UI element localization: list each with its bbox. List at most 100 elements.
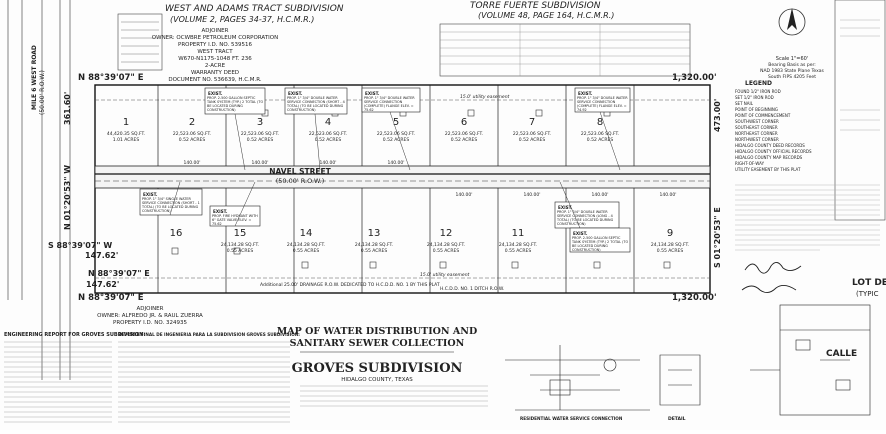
lot-15: 15 15 24,134.28 SQ.FT. 0.55 ACRES xyxy=(221,228,259,254)
svg-text:EXIST.: EXIST. xyxy=(288,91,303,96)
svg-text:12: 12 xyxy=(440,228,453,239)
svg-text:3: 3 xyxy=(257,117,263,128)
callout-top-2: EXIST. PROP. 1" 3/4" DOUBLE WATER SERVIC… xyxy=(284,87,348,115)
svg-text:22,523.06 SQ.FT.: 22,523.06 SQ.FT. xyxy=(309,131,347,137)
svg-text:140.00': 140.00' xyxy=(592,192,609,198)
lot-1: 1 44,420.35 SQ.FT. 1.01 ACRES xyxy=(107,117,145,143)
detail-label: DETAIL xyxy=(668,416,686,422)
svg-text:POINT OF BEGINNING: POINT OF BEGINNING xyxy=(735,107,778,112)
svg-text:0.52 ACRES: 0.52 ACRES xyxy=(519,137,546,143)
scale-nad: NAD 1983 State Plane Texas xyxy=(760,68,824,74)
bearing-top-left: N 88°39'07" E xyxy=(78,73,144,83)
svg-text:EXIST.: EXIST. xyxy=(365,91,380,96)
title-block: MAP OF WATER DISTRIBUTION AND SANITARY S… xyxy=(277,326,477,383)
svg-text:1.01 ACRES: 1.01 ACRES xyxy=(113,137,140,143)
bearing-mid-left-1: S 88°39'07" W xyxy=(48,241,112,250)
callout-top-1: EXIST. PROP. 2-500 GALLON SEPTIC TANK SY… xyxy=(204,87,266,115)
lot-8: 8 22,523.06 SQ.FT. 0.52 ACRES xyxy=(581,117,619,143)
lot-2: 2 22,523.06 SQ.FT. 0.52 ACRES xyxy=(173,117,211,143)
bearing-mid-left-2: N 88°39'07" E xyxy=(88,269,150,278)
bearing-east-line: S 01°20'53" E xyxy=(713,207,722,268)
svg-text:44,420.35 SQ.FT.: 44,420.35 SQ.FT. xyxy=(107,131,145,137)
callout-leaders xyxy=(169,111,621,229)
calle-label: CALLE xyxy=(826,349,857,359)
surveyor-signature xyxy=(741,262,802,293)
svg-text:22,523.06 SQ.FT.: 22,523.06 SQ.FT. xyxy=(377,131,415,137)
scale-text: Scale 1"=60' xyxy=(776,56,808,62)
legend-items: FOUND 1/2" IRON ROD SET 1/2" IRON ROD SE… xyxy=(735,89,812,172)
svg-text:140.00': 140.00' xyxy=(320,160,337,166)
subdivision-boundary xyxy=(94,84,711,294)
svg-text:24,134.28 SQ.FT.: 24,134.28 SQ.FT. xyxy=(427,242,465,248)
svg-text:PROPERTY I.D. NO. 324935: PROPERTY I.D. NO. 324935 xyxy=(113,320,187,326)
road-left-label: MILE 6 WEST ROAD xyxy=(31,45,38,110)
report-text-es xyxy=(118,341,290,423)
svg-text:HIDALGO COUNTY DEED RECORDS: HIDALGO COUNTY DEED RECORDS xyxy=(735,143,805,148)
svg-text:0.55 ACRES: 0.55 ACRES xyxy=(361,248,388,254)
frontage-labels: 140.00' 140.00' 140.00' 140.00' 140.00' … xyxy=(184,160,677,198)
svg-text:7: 7 xyxy=(529,117,535,128)
svg-text:FOUND 1/2" IRON ROD: FOUND 1/2" IRON ROD xyxy=(735,89,781,94)
title-line-1: MAP OF WATER DISTRIBUTION AND xyxy=(277,326,477,337)
svg-text:EXIST.: EXIST. xyxy=(573,231,588,236)
svg-text:NORTHEAST CORNER: NORTHEAST CORNER xyxy=(735,131,778,136)
subdivision-name: GROVES SUBDIVISION xyxy=(292,361,463,376)
distance-mid-left-1: 147.62' xyxy=(85,251,118,260)
lot-detail-label: LOT DE xyxy=(852,278,886,288)
lot-lines xyxy=(157,85,635,293)
easement-note-top: 15.0' utility easement xyxy=(460,94,510,100)
svg-text:0.52 ACRES: 0.52 ACRES xyxy=(179,137,206,143)
svg-text:8: 8 xyxy=(597,117,603,128)
callout-mid-1: EXIST. PROP. 1" 3/4" SINGLE WATER SERVIC… xyxy=(139,188,203,216)
svg-text:0.52 ACRES: 0.52 ACRES xyxy=(315,137,342,143)
owner-adjoiner-block: ADJOINER OWNER: OCWBRE PETROLEUM CORPORA… xyxy=(152,28,278,83)
svg-text:140.00': 140.00' xyxy=(252,160,269,166)
bearing-west-line: N 01°20'53" W xyxy=(63,165,72,230)
north-arrow xyxy=(778,8,806,36)
svg-text:14: 14 xyxy=(300,228,313,239)
callout-mid-4: EXIST. PROP. 2-500 GALLON SEPTIC TANK SY… xyxy=(569,227,631,253)
svg-text:4: 4 xyxy=(325,117,331,128)
svg-text:24,134.28 SQ.FT.: 24,134.28 SQ.FT. xyxy=(221,242,259,248)
svg-text:13: 13 xyxy=(368,228,381,239)
svg-text:140.00': 140.00' xyxy=(184,160,201,166)
svg-text:SOUTHEAST CORNER: SOUTHEAST CORNER xyxy=(735,125,778,130)
svg-text:0.52 ACRES: 0.52 ACRES xyxy=(451,137,478,143)
svg-text:NORTHWEST CORNER: NORTHWEST CORNER xyxy=(735,137,779,142)
right-notes-lines xyxy=(840,19,880,131)
easement-note-bottom: 15.0' utility easement xyxy=(420,272,470,278)
svg-text:22,523.06 SQ.FT.: 22,523.06 SQ.FT. xyxy=(581,131,619,137)
svg-text:6: 6 xyxy=(461,117,467,128)
svg-text:0.55 ACRES: 0.55 ACRES xyxy=(505,248,532,254)
svg-text:OWNER: OCWBRE PETROLEUM CORPOR: OWNER: OCWBRE PETROLEUM CORPORATION xyxy=(152,35,278,41)
report-text-en xyxy=(4,341,112,423)
navel-street xyxy=(94,165,711,189)
legend-title: LEGEND xyxy=(745,80,772,87)
left-road-strip xyxy=(7,0,71,380)
lot-6: 6 22,523.06 SQ.FT. 0.52 ACRES xyxy=(445,117,483,143)
svg-text:9: 9 xyxy=(667,228,673,239)
bearing-bottom-left: N 88°39'07" E xyxy=(78,293,144,303)
drainage-note: Additional 25.00' DRAINAGE R.O.W. DEDICA… xyxy=(260,282,440,288)
svg-text:SET NAIL: SET NAIL xyxy=(735,101,754,106)
svg-text:140.00': 140.00' xyxy=(524,192,541,198)
lot-detail-typical: (TYPIC xyxy=(856,290,879,298)
callout-top-3: EXIST. PROP. 1" 3/4" DOUBLE WATER SERVIC… xyxy=(361,87,421,113)
scale-basis: Bearing Basis as per: xyxy=(768,62,816,68)
svg-text:W670-N1175-1048 FT. 236: W670-N1175-1048 FT. 236 xyxy=(178,56,252,62)
svg-text:WEST TRACT: WEST TRACT xyxy=(197,49,233,55)
svg-text:22,523.06 SQ.FT.: 22,523.06 SQ.FT. xyxy=(513,131,551,137)
west-adams-title: WEST AND ADAMS TRACT SUBDIVISION xyxy=(165,4,344,14)
scale-zone: South FIPS 4205 Feet xyxy=(768,74,816,80)
svg-text:EXIST.: EXIST. xyxy=(208,91,223,96)
callout-mid-2: EXIST. PROP. FIRE HYDRANT WITH 6" GATE V… xyxy=(209,205,261,227)
title-line-2: SANITARY SEWER COLLECTION xyxy=(290,338,465,349)
svg-text:EXIST.: EXIST. xyxy=(558,205,573,210)
torre-fuerte-volume: (VOLUME 48, PAGE 164, H.C.M.R.) xyxy=(478,11,614,20)
svg-text:2: 2 xyxy=(189,117,195,128)
top-left-note-lines xyxy=(121,21,159,63)
bottom-owner-block: ADJOINER OWNER: ALFREDO JR. & RAUL ZUERR… xyxy=(97,306,203,326)
svg-text:22,523.06 SQ.FT.: 22,523.06 SQ.FT. xyxy=(173,131,211,137)
revision-table xyxy=(439,23,691,77)
